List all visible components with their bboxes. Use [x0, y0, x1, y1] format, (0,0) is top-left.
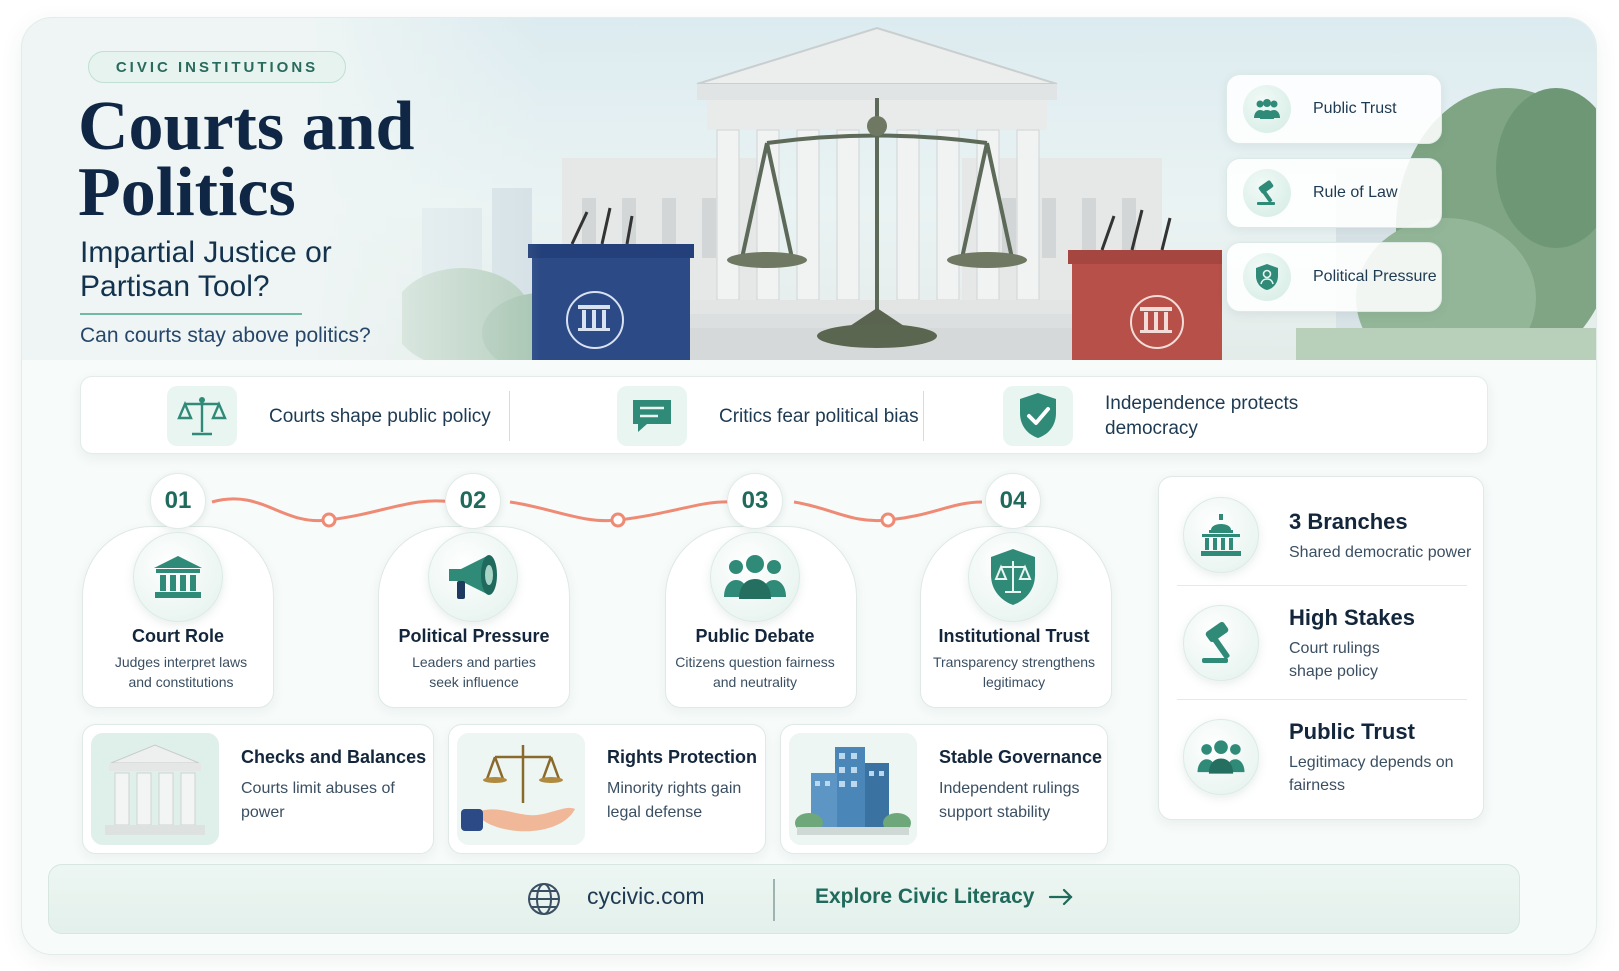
- step-title: Institutional Trust: [938, 626, 1090, 646]
- divider: [773, 879, 775, 921]
- megaphone-icon: [428, 532, 518, 622]
- gavel-icon: [1183, 605, 1259, 681]
- step-number: 02: [445, 473, 501, 529]
- feature-title: Rights Protection: [607, 747, 758, 767]
- shield-person-icon: [1243, 253, 1291, 301]
- divider: [1177, 585, 1467, 586]
- feature-description: Minority rights gain legal defense: [607, 780, 742, 821]
- people-icon: [710, 532, 800, 622]
- scales-icon: [167, 386, 237, 446]
- fact-text: Independence protects democracy: [1105, 393, 1299, 439]
- people-icon: [1243, 85, 1291, 133]
- page-title: Courts and Politics: [78, 88, 415, 231]
- key-facts-bar: Courts shape public policy Critics fear …: [80, 376, 1488, 454]
- capitol-icon: [1183, 497, 1259, 573]
- feature-checks-and-balances: Checks and Balances Courts limit abuses …: [82, 724, 434, 854]
- category-tag: CIVIC INSTITUTIONS: [88, 51, 346, 83]
- fact-item: Courts shape public policy: [167, 386, 509, 446]
- stats-panel: 3 Branches Shared democratic power High …: [1158, 476, 1484, 820]
- fact-text: Critics fear political bias: [719, 405, 919, 427]
- step-description: Leaders and parties seek influence: [412, 654, 536, 690]
- fact-item: Critics fear political bias: [617, 386, 959, 446]
- feature-rights-protection: Rights Protection Minority rights gain l…: [448, 724, 766, 854]
- stat-title: High Stakes: [1289, 605, 1415, 630]
- pill-political-pressure: Political Pressure: [1226, 242, 1442, 312]
- timeline-connector: [211, 497, 983, 528]
- feature-stable-governance: Stable Governance Independent rulings su…: [780, 724, 1108, 854]
- stat-description: Shared democratic power: [1289, 544, 1472, 561]
- explore-label: Explore Civic Literacy: [815, 885, 1035, 908]
- city-icon: [789, 733, 917, 845]
- stat-description: Court rulings shape policy: [1289, 640, 1380, 680]
- step-description: Citizens question fairness and neutralit…: [675, 654, 835, 690]
- courthouse-icon: [133, 532, 223, 622]
- pill-label: Rule of Law: [1313, 184, 1398, 201]
- globe-icon: [528, 883, 560, 915]
- footer-bar: cycivic.com Explore Civic Literacy: [48, 864, 1520, 934]
- divider: [923, 391, 924, 441]
- step-number: 01: [150, 473, 206, 529]
- step-description: Transparency strengthens legitimacy: [932, 654, 1096, 690]
- step-title: Public Debate: [695, 626, 815, 646]
- website-link[interactable]: cycivic.com: [587, 883, 705, 909]
- hero-pill-list: Public Trust Rule of Law Political Press…: [1226, 74, 1442, 326]
- feature-description: Courts limit abuses of power: [241, 780, 395, 821]
- explore-civic-literacy-link[interactable]: Explore Civic Literacy: [815, 885, 1074, 909]
- pill-rule-of-law: Rule of Law: [1226, 158, 1442, 228]
- hero-banner: CIVIC INSTITUTIONS Courts and Politics I…: [22, 18, 1596, 360]
- hero-question: Can courts stay above politics?: [80, 324, 371, 347]
- divider: [80, 313, 302, 315]
- step-description: Judges interpret laws and constitutions: [114, 654, 248, 690]
- page-subtitle: Impartial Justice or Partisan Tool?: [80, 236, 332, 303]
- step-number: 04: [985, 473, 1041, 529]
- step-number: 03: [727, 473, 783, 529]
- trees-illustration: [1296, 88, 1596, 360]
- supreme-court-illustration: [528, 26, 1222, 360]
- columns-icon: [91, 733, 219, 845]
- people-icon: [1183, 719, 1259, 795]
- arrow-right-icon: [1049, 888, 1073, 906]
- fact-item: Independence protects democracy: [1003, 386, 1345, 446]
- feature-title: Checks and Balances: [241, 747, 427, 767]
- feature-description: Independent rulings support stability: [939, 780, 1080, 821]
- stat-description: Legitimacy depends on fairness: [1289, 754, 1454, 794]
- hand-scales-icon: [457, 733, 585, 845]
- divider: [1177, 699, 1467, 700]
- feature-title: Stable Governance: [939, 747, 1103, 767]
- pill-public-trust: Public Trust: [1226, 74, 1442, 144]
- fact-text: Courts shape public policy: [269, 405, 491, 427]
- shield-scales-icon: [968, 532, 1058, 622]
- stat-title: Public Trust: [1289, 719, 1415, 744]
- step-title: Political Pressure: [398, 626, 550, 646]
- pill-label: Political Pressure: [1313, 268, 1437, 285]
- speech-bubble-icon: [617, 386, 687, 446]
- divider: [509, 391, 510, 441]
- pill-label: Public Trust: [1313, 100, 1397, 117]
- infographic-frame: CIVIC INSTITUTIONS Courts and Politics I…: [22, 18, 1596, 954]
- step-title: Court Role: [132, 626, 224, 646]
- shield-check-icon: [1003, 386, 1073, 446]
- stat-title: 3 Branches: [1289, 509, 1408, 534]
- gavel-icon: [1243, 169, 1291, 217]
